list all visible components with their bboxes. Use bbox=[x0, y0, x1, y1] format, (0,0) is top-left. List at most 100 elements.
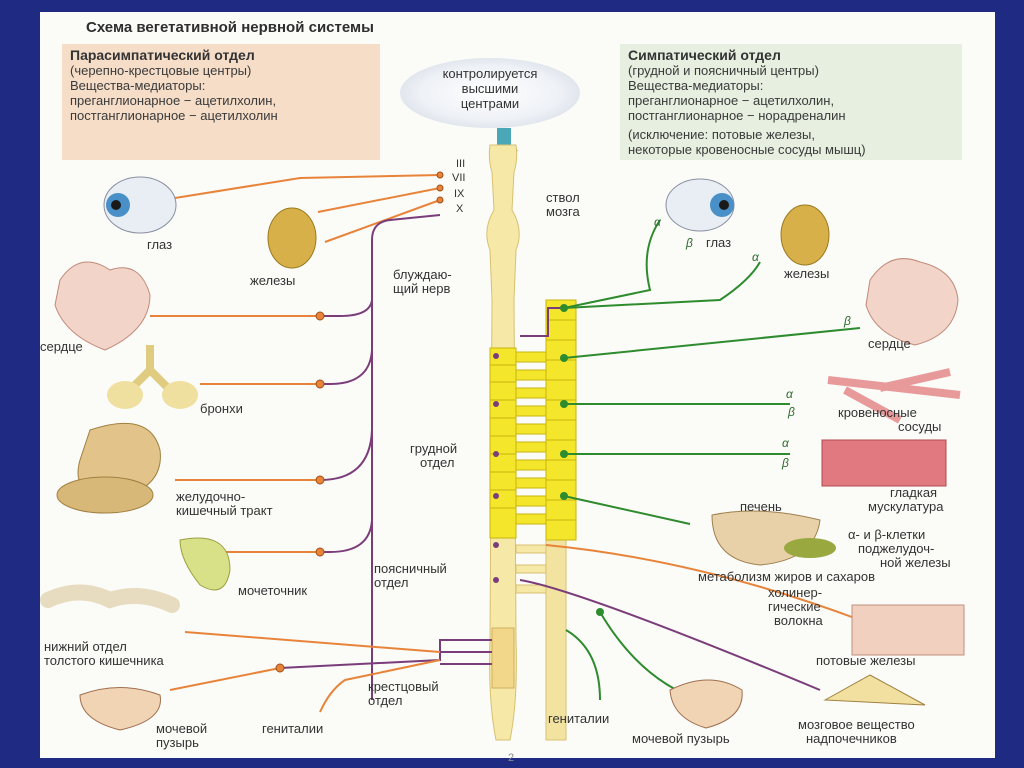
brainstem-label-1: ствол bbox=[546, 190, 580, 205]
thoracic-segment bbox=[489, 347, 517, 539]
right-heart-icon bbox=[865, 258, 959, 346]
receptor-vessels-beta: β bbox=[788, 405, 795, 419]
cranial-nerve-vii: VII bbox=[452, 172, 466, 184]
vagus-label-2: щий нерв bbox=[393, 281, 451, 296]
sympathetic-post: постганглионарное − норадреналин bbox=[628, 108, 846, 123]
receptor-glands-alpha: α bbox=[752, 250, 759, 264]
right-glands-icon bbox=[780, 204, 830, 266]
right-adrenal-icon bbox=[823, 674, 926, 706]
sympathetic-heading: Симпатический отдел bbox=[628, 47, 781, 63]
right-pancreas-label-1: α- и β-клетки bbox=[848, 527, 926, 542]
right-pancreas-label-3: ной железы bbox=[880, 555, 951, 570]
left-gi-label-1: желудочно- bbox=[176, 489, 246, 504]
right-smooth-label-1: гладкая bbox=[890, 485, 938, 500]
left-ureter-label: мочеточник bbox=[238, 583, 308, 598]
left-bronchi-label: бронхи bbox=[200, 401, 243, 416]
receptor-eye-beta: β bbox=[686, 236, 693, 250]
left-eye-icon bbox=[103, 176, 177, 234]
parasympathetic-centers: (черепно-крестцовые центры) bbox=[70, 63, 252, 78]
parasympathetic-mediators-label: Вещества-медиаторы: bbox=[70, 78, 206, 93]
left-bladder-icon bbox=[79, 687, 161, 731]
parasympathetic-post: постганглионарное − ацетилхолин bbox=[70, 108, 278, 123]
right-glands-label: железы bbox=[784, 266, 830, 281]
thoracic-label-2: отдел bbox=[420, 455, 455, 470]
cranial-nerve-x: X bbox=[456, 203, 464, 215]
right-vessels-label-1: кровеносные bbox=[838, 405, 917, 420]
sympathetic-lines bbox=[563, 219, 861, 701]
receptor-eye-alpha: α bbox=[654, 215, 661, 229]
left-glands-icon bbox=[267, 207, 317, 269]
right-genitals-label: гениталии bbox=[548, 711, 610, 726]
left-colon-label-1: нижний отдел bbox=[44, 639, 127, 654]
cholinergic-fiber bbox=[545, 544, 861, 621]
sympathetic-mediators-label: Вещества-медиаторы: bbox=[628, 78, 764, 93]
vagus-label-1: блуждаю- bbox=[393, 267, 452, 282]
sympathetic-preganglionic-lines bbox=[519, 307, 821, 691]
preganglionic-dots bbox=[493, 353, 499, 583]
right-heart-label: сердце bbox=[868, 336, 911, 351]
brainstem-label-2: мозга bbox=[546, 204, 580, 219]
right-bladder-icon bbox=[669, 679, 743, 729]
right-vessels-label-2: сосуды bbox=[898, 419, 942, 434]
left-stomach-icon bbox=[56, 422, 161, 514]
right-liver-icon bbox=[711, 510, 836, 566]
lumbar-rami bbox=[515, 544, 547, 594]
left-eye-label: глаз bbox=[147, 237, 173, 252]
diagram-title: Схема вегетативной нервной системы bbox=[86, 19, 374, 36]
left-genitals-label: гениталии bbox=[262, 721, 324, 736]
sympathetic-exception-2: некоторые кровеносные сосуды мышц) bbox=[628, 142, 866, 157]
left-bladder-label-1: мочевой bbox=[156, 721, 208, 736]
right-adrenal-label-1: мозговое вещество bbox=[798, 717, 915, 732]
left-gi-label-2: кишечный тракт bbox=[176, 503, 273, 518]
receptor-muscle-beta: β bbox=[782, 456, 789, 470]
higher-centers-text: контролируется высшими центрами bbox=[418, 66, 562, 111]
right-cholinergic-label-2: гические bbox=[768, 599, 821, 614]
right-bladder-label: мочевой пузырь bbox=[632, 731, 730, 746]
vagus-nerve bbox=[150, 214, 441, 700]
visceral-parasympathetic-lines bbox=[150, 315, 320, 553]
left-glands-label: железы bbox=[250, 273, 296, 288]
right-eye-icon bbox=[665, 178, 735, 232]
left-ureter-icon bbox=[179, 537, 231, 591]
lumbar-label-1: поясничный bbox=[374, 561, 447, 576]
parasympathetic-pre: преганглионарное − ацетилхолин, bbox=[70, 93, 277, 108]
sacral-effector-lines bbox=[169, 631, 441, 713]
receptor-heart-beta: β bbox=[844, 314, 851, 328]
sacral-label-2: отдел bbox=[368, 693, 403, 708]
right-vessels-icon bbox=[827, 368, 961, 424]
parasympathetic-ganglia bbox=[275, 171, 444, 673]
right-pancreas-label-2: поджелудоч- bbox=[858, 541, 935, 556]
right-eye-label: глаз bbox=[706, 235, 732, 250]
control-line-3: центрами bbox=[460, 96, 520, 111]
left-colon-label-2: толстого кишечника bbox=[44, 653, 164, 668]
lumbar-label-2: отдел bbox=[374, 575, 409, 590]
right-smooth-muscle-icon bbox=[821, 439, 947, 487]
sympathetic-exception-1: (исключение: потовые железы, bbox=[628, 127, 815, 142]
left-heart-icon bbox=[54, 261, 151, 351]
right-smooth-label-2: мускулатура bbox=[868, 499, 944, 514]
sacral-parasympathetic-lines bbox=[279, 639, 492, 669]
sympathetic-info-box: Симпатический отдел (грудной и поясничны… bbox=[620, 44, 962, 160]
sympathetic-centers: (грудной и поясничный центры) bbox=[628, 63, 819, 78]
thoracic-label-1: грудной bbox=[410, 441, 458, 456]
thoracic-segment-lines bbox=[490, 364, 516, 509]
right-cholinergic-label-3: волокна bbox=[774, 613, 823, 628]
spinal-rami bbox=[515, 351, 547, 525]
left-bladder-label-2: пузырь bbox=[156, 735, 199, 750]
sympathetic-pre: преганглионарное − ацетилхолин, bbox=[628, 93, 835, 108]
parasympathetic-info-box: Парасимпатический отдел (черепно-крестцо… bbox=[62, 44, 380, 160]
sympathetic-chain-ganglia bbox=[546, 319, 576, 521]
cranial-nerve-ix: IX bbox=[454, 188, 465, 200]
right-adrenal-label-2: надпочечников bbox=[806, 731, 897, 746]
right-liver-label: печень bbox=[740, 499, 782, 514]
left-bronchi-icon bbox=[107, 345, 198, 409]
receptor-vessels-alpha: α bbox=[786, 387, 793, 401]
left-colon-icon bbox=[40, 584, 180, 613]
sacral-label-1: крестцовый bbox=[368, 679, 439, 694]
sacral-segment bbox=[491, 627, 515, 689]
right-metabolism-label: метаболизм жиров и сахаров bbox=[698, 569, 876, 584]
higher-centers-cloud bbox=[400, 58, 580, 128]
sympathetic-ganglia bbox=[560, 304, 604, 616]
